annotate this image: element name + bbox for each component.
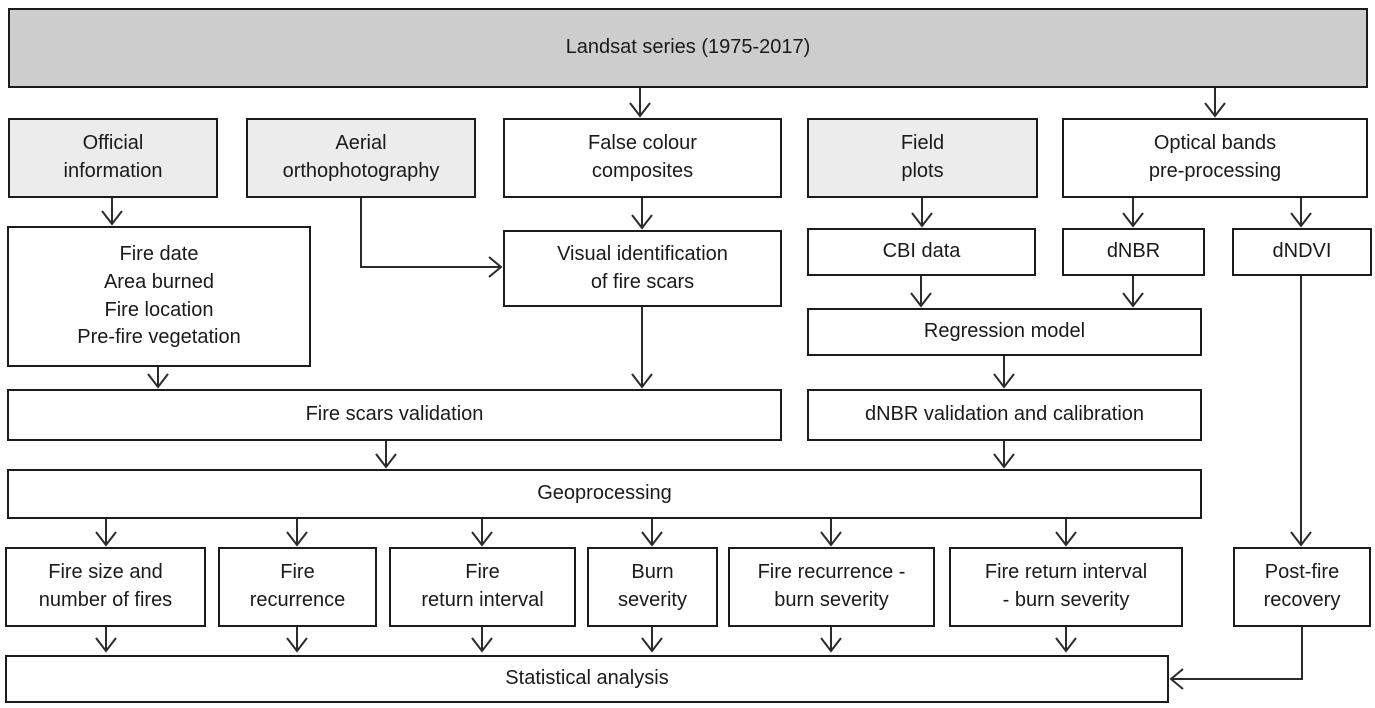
arrow-fire-return-interval-to-statistical xyxy=(471,627,493,653)
node-fire-return-interval-burn-severity: Fire return interval - burn severity xyxy=(949,547,1183,627)
arrow-geoprocessing-to-fire-size xyxy=(95,519,117,547)
arrow-burn-severity-to-statistical xyxy=(641,627,663,653)
arrow-fire-return-burn-to-statistical xyxy=(1055,627,1077,653)
node-optical-bands-preprocessing: Optical bands pre-processing xyxy=(1062,118,1368,198)
arrow-optical-to-dnbr xyxy=(1122,198,1144,228)
arrow-fire-scars-validation-to-geoprocessing xyxy=(375,441,397,469)
arrow-landsat-to-false-colour xyxy=(629,88,651,118)
node-official-information: Official information xyxy=(8,118,218,198)
node-landsat-series: Landsat series (1975-2017) xyxy=(8,8,1368,88)
node-dnbr: dNBR xyxy=(1062,228,1205,276)
node-geoprocessing: Geoprocessing xyxy=(7,469,1202,519)
node-field-plots: Field plots xyxy=(807,118,1038,198)
arrow-visual-id-to-fire-scars-validation xyxy=(631,307,653,389)
arrow-dnbr-to-regression xyxy=(1122,276,1144,308)
arrow-false-colour-to-visual-id xyxy=(631,198,653,230)
node-aerial-orthophotography: Aerial orthophotography xyxy=(246,118,476,198)
arrow-dndvi-to-post-fire xyxy=(1290,276,1312,547)
arrow-regression-to-dnbr-validation xyxy=(993,356,1015,389)
arrow-fire-date-to-fire-scars-validation xyxy=(147,367,169,389)
node-fire-size-number: Fire size and number of fires xyxy=(5,547,206,627)
node-fire-recurrence: Fire recurrence xyxy=(218,547,377,627)
arrow-post-fire-to-statistical xyxy=(1169,627,1303,690)
arrow-geoprocessing-to-fire-recurrence xyxy=(286,519,308,547)
node-fire-recurrence-burn-severity: Fire recurrence - burn severity xyxy=(728,547,935,627)
arrow-geoprocessing-to-fire-recurrence-burn xyxy=(820,519,842,547)
arrow-cbi-to-regression xyxy=(910,276,932,308)
arrow-fire-recurrence-burn-to-statistical xyxy=(820,627,842,653)
node-visual-identification: Visual identification of fire scars xyxy=(503,230,782,307)
node-false-colour-composites: False colour composites xyxy=(503,118,782,198)
arrow-dnbr-validation-to-geoprocessing xyxy=(993,441,1015,469)
node-dnbr-validation-calibration: dNBR validation and calibration xyxy=(807,389,1202,441)
arrow-official-to-fire-date xyxy=(101,198,123,226)
node-dndvi: dNDVI xyxy=(1232,228,1372,276)
node-cbi-data: CBI data xyxy=(807,228,1036,276)
node-burn-severity: Burn severity xyxy=(587,547,718,627)
node-fire-return-interval: Fire return interval xyxy=(389,547,576,627)
arrow-aerial-to-visual-id xyxy=(360,198,503,278)
node-fire-date-info: Fire date Area burned Fire location Pre-… xyxy=(7,226,311,367)
arrow-geoprocessing-to-fire-return-interval xyxy=(471,519,493,547)
arrow-optical-to-dndvi xyxy=(1290,198,1312,228)
node-statistical-analysis: Statistical analysis xyxy=(5,655,1169,703)
arrow-fire-size-to-statistical xyxy=(95,627,117,653)
arrow-fire-recurrence-to-statistical xyxy=(286,627,308,653)
node-post-fire-recovery: Post-fire recovery xyxy=(1233,547,1371,627)
arrow-landsat-to-optical xyxy=(1204,88,1226,118)
arrow-field-plots-to-cbi xyxy=(911,198,933,228)
node-regression-model: Regression model xyxy=(807,308,1202,356)
arrow-geoprocessing-to-burn-severity xyxy=(641,519,663,547)
node-fire-scars-validation: Fire scars validation xyxy=(7,389,782,441)
arrow-geoprocessing-to-fire-return-burn xyxy=(1055,519,1077,547)
